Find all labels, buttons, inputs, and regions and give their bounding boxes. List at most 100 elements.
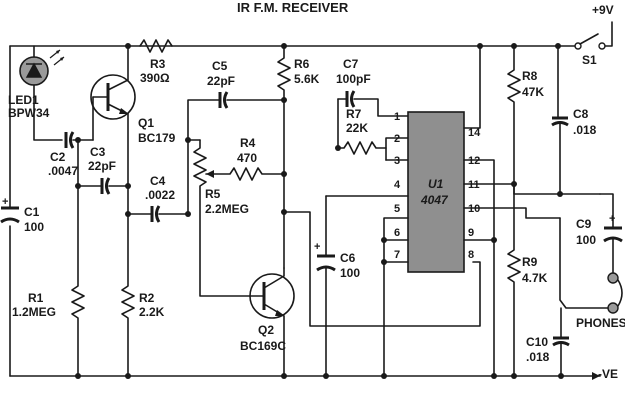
u1-pin-6: 6 <box>394 227 400 239</box>
u1-pin-4: 4 <box>394 179 401 191</box>
r2-value: 2.2K <box>139 305 165 319</box>
c8-ref: C8 <box>573 107 589 121</box>
resistor-r4: R4 470 <box>205 136 285 181</box>
c4-value: .0022 <box>145 188 175 202</box>
u1-pin-11: 11 <box>468 179 480 191</box>
u1-pin-3: 3 <box>394 155 400 167</box>
u1-pin-10: 10 <box>468 203 480 215</box>
r3-value: 390Ω <box>140 71 170 85</box>
phones-label: PHONES <box>576 316 625 330</box>
r8-value: 47K <box>522 85 544 99</box>
r7-value: 22K <box>346 121 368 135</box>
r5-value: 2.2MEG <box>205 202 249 216</box>
c5-value: 22pF <box>207 74 235 88</box>
q2-to-u1-wire <box>283 211 481 327</box>
c6-value: 100 <box>340 266 360 280</box>
phones-return-wire <box>559 217 609 309</box>
c9-wires <box>599 193 614 275</box>
resistor-r1: R1 1.2MEG <box>12 139 85 377</box>
r4-value: 470 <box>237 151 257 165</box>
pin14-wire <box>463 45 481 129</box>
u1-pin-5: 5 <box>394 203 400 215</box>
diagram-title: IR F.M. RECEIVER <box>237 0 349 15</box>
u1-pin-2: 2 <box>394 133 400 145</box>
q1-ref: Q1 <box>138 116 154 130</box>
potentiometer-r5: R5 2.2MEG <box>193 139 251 297</box>
r6-value: 5.6K <box>294 72 320 86</box>
capacitor-c8: C8 .018 <box>551 107 597 137</box>
r2-ref: R2 <box>139 291 155 305</box>
u1-pin-8: 8 <box>468 249 474 261</box>
negative-arrow <box>592 372 600 380</box>
q1-value: BC179 <box>138 131 176 145</box>
led1-value: BPW34 <box>8 106 50 120</box>
c7-ref: C7 <box>343 57 359 71</box>
led1-wires <box>33 45 63 141</box>
pin10-wire <box>463 207 561 219</box>
resistor-r3: R3 390Ω <box>139 39 173 85</box>
u1-pin-14: 14 <box>468 127 481 139</box>
c7-wires <box>337 98 409 117</box>
q2-ref: Q2 <box>258 323 274 337</box>
c6-ref: C6 <box>340 251 356 265</box>
resistor-r7: R7 22K <box>337 107 409 155</box>
u1-pin-9: 9 <box>468 227 474 239</box>
q2-value: BC169C <box>240 339 286 353</box>
supply-positive-label: +9V <box>592 3 614 17</box>
u1-value: 4047 <box>420 193 449 207</box>
c7-value: 100pF <box>336 72 371 86</box>
resistor-r9: R9 4.7K <box>507 183 548 377</box>
r3-ref: R3 <box>150 57 166 71</box>
c2-ref: C2 <box>50 150 66 164</box>
capacitor-c9: + C9 100 <box>576 213 623 247</box>
resistor-r2: R2 2.2K <box>121 184 165 377</box>
svg-text:+: + <box>314 241 320 253</box>
r8-ref: R8 <box>522 69 538 83</box>
supply-negative-label: -VE <box>598 367 618 381</box>
pins-567-wire <box>383 217 409 377</box>
c3-value: 22pF <box>88 159 116 173</box>
capacitor-c10: C10 .018 <box>526 335 570 364</box>
resistor-r8: R8 47K <box>507 45 601 195</box>
ic-u1: U1 4047 <box>407 111 465 273</box>
r5-ref: R5 <box>205 187 221 201</box>
u1-pin-7: 7 <box>394 249 400 261</box>
c9-ref: C9 <box>576 217 592 231</box>
c8-value: .018 <box>573 123 597 137</box>
r1-ref: R1 <box>28 291 44 305</box>
phones-jack[interactable]: PHONES <box>576 272 625 330</box>
transistor-q2: Q2 BC169C <box>240 267 295 377</box>
c5-wires <box>187 99 285 215</box>
r9-value: 4.7K <box>522 271 548 285</box>
resistor-r6: R6 5.6K <box>277 45 320 269</box>
svg-text:+: + <box>2 196 8 208</box>
c8-wires <box>557 45 561 195</box>
capacitor-c1: + C1 100 <box>0 196 44 234</box>
transistor-q1: Q1 BC179 <box>90 45 176 186</box>
capacitor-c2: C2 .0047 <box>48 131 78 178</box>
c10-ref: C10 <box>526 335 548 349</box>
r9-ref: R9 <box>522 255 538 269</box>
photodiode-led1: LED1 BPW34 <box>8 49 65 120</box>
c2-value: .0047 <box>48 164 78 178</box>
switch-s1[interactable]: S1 <box>557 21 613 67</box>
pin12-9-wire <box>463 159 495 241</box>
led1-ref: LED1 <box>8 93 39 107</box>
c1-value: 100 <box>24 220 44 234</box>
r1-value: 1.2MEG <box>12 305 56 319</box>
s1-ref: S1 <box>582 53 597 67</box>
r4-ref: R4 <box>240 136 256 150</box>
corner-bar <box>10 14 58 18</box>
c1-ref: C1 <box>24 205 40 219</box>
c4-ref: C4 <box>150 174 166 188</box>
c9-value: 100 <box>576 233 596 247</box>
capacitor-c5: C5 22pF <box>207 59 235 109</box>
u1-ref: U1 <box>428 177 444 191</box>
u1-pin-12: 12 <box>468 155 480 167</box>
r6-ref: R6 <box>294 57 310 71</box>
capacitor-c6: + C6 100 <box>314 241 360 280</box>
r7-ref: R7 <box>346 107 362 121</box>
c3-ref: C3 <box>90 145 106 159</box>
